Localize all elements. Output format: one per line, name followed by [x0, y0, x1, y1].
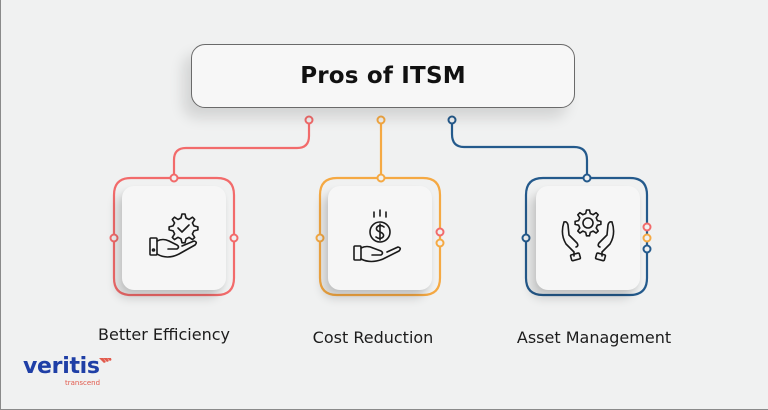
hands-gear-icon: [561, 209, 615, 262]
hand-dollar-coin-icon: [353, 209, 402, 263]
title-box: Pros of ITSM: [191, 44, 575, 108]
veritis-logo: veritis transcend: [23, 354, 112, 387]
efficiency-label: Better Efficiency: [98, 325, 230, 344]
asset-card: [536, 186, 640, 290]
hand-gear-check-icon: [149, 213, 199, 258]
logo-wordmark: veritis: [23, 354, 100, 379]
diagram-title: Pros of ITSM: [300, 63, 466, 89]
cost-label: Cost Reduction: [312, 328, 434, 347]
asset-label: Asset Management: [516, 328, 672, 347]
logo-chevron-mark-icon: [99, 358, 112, 363]
efficiency-card: [122, 186, 226, 290]
cost-card: [328, 186, 432, 290]
logo-tagline: transcend: [65, 379, 101, 387]
